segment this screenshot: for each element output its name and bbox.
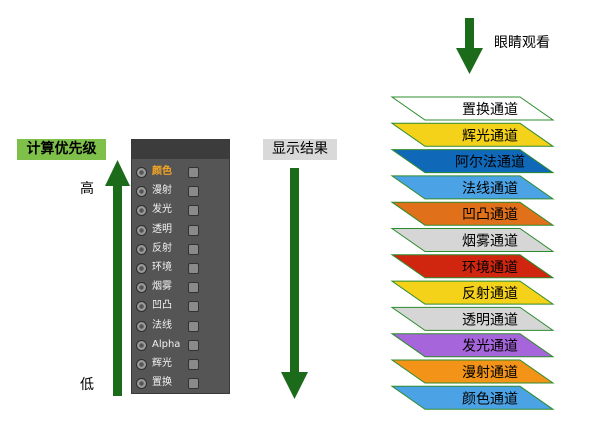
radio-button[interactable] [136,186,147,198]
priority-label: 计算优先级 [17,139,106,160]
channel-panel: 颜色漫射发光透明反射环境烟雾凹凸法线 Alpha 辉光置换 [131,139,230,394]
high-label: 高 [80,181,94,197]
radio-button[interactable] [136,301,147,313]
channel-layer [390,228,555,252]
channel-checkbox[interactable] [188,224,199,236]
channel-row-label: Alpha [152,338,181,350]
channel-row-label: 辉光 [152,357,172,369]
channel-row[interactable]: 反射 [132,240,229,259]
result-label: 显示结果 [263,139,337,160]
channel-row[interactable]: 凹凸 [132,297,229,316]
radio-button[interactable] [136,378,147,390]
channel-layer-label: 法线通道 [462,181,518,197]
channel-layer [390,359,555,384]
channel-checkbox[interactable] [188,358,199,370]
channel-row-label: 透明 [152,223,172,235]
channel-layer [390,333,555,358]
low-label: 低 [80,377,94,393]
channel-layer-label: 透明通道 [462,312,518,328]
channel-layer-label: 发光通道 [462,339,518,355]
channel-row[interactable]: 环境 [132,259,229,278]
channel-checkbox[interactable] [188,301,199,313]
channel-layer [390,96,555,121]
radio-button[interactable] [136,262,147,274]
channel-checkbox[interactable] [188,320,199,332]
channel-row-label: 法线 [152,319,172,331]
channel-row-label: 漫射 [152,185,172,197]
channel-layer [390,201,555,226]
channel-layer-label: 漫射通道 [462,365,518,381]
radio-button[interactable] [136,282,147,294]
channel-checkbox[interactable] [188,243,199,255]
radio-button[interactable] [136,205,147,217]
channel-row[interactable]: 发光 [132,201,229,220]
channel-row[interactable]: 辉光 [132,355,229,374]
eye-down-arrow [456,18,483,74]
radio-button[interactable] [136,358,147,370]
panel-header [132,140,229,159]
channel-checkbox[interactable] [188,262,199,274]
channel-row[interactable]: 法线 [132,317,229,336]
channel-checkbox[interactable] [188,186,199,198]
channel-layer-label: 凹凸通道 [462,207,518,223]
channel-checkbox[interactable] [188,282,199,294]
channel-row[interactable]: Alpha [132,336,229,355]
channel-layer-label: 环境通道 [462,260,518,276]
channel-checkbox[interactable] [188,167,199,178]
channel-list: 颜色漫射发光透明反射环境烟雾凹凸法线 Alpha 辉光置换 [132,163,229,393]
channel-layer-label: 颜色通道 [462,390,518,407]
channel-layer [390,175,555,200]
channel-row-label: 环境 [152,261,172,273]
channel-layer [390,254,555,279]
channel-layer [390,280,555,305]
radio-button[interactable] [136,167,147,178]
channel-row[interactable]: 透明 [132,221,229,240]
channel-row[interactable]: 颜色 [132,163,229,182]
radio-button[interactable] [136,243,147,255]
channel-layer [390,149,555,174]
channel-row[interactable]: 置换 [132,374,229,393]
channel-layer [390,385,555,410]
channel-row[interactable]: 烟雾 [132,278,229,297]
radio-button[interactable] [136,320,147,332]
channel-layer-label: 辉光通道 [462,128,518,144]
channel-layer [390,306,555,331]
radio-button[interactable] [136,224,147,236]
viewer-label: 眼睛观看 [494,35,550,51]
channel-row-label: 凹凸 [152,300,172,312]
channel-row[interactable]: 漫射 [132,182,229,201]
channel-layer-label: 置换通道 [462,101,518,118]
channel-row-label: 颜色 [152,166,172,177]
radio-button[interactable] [136,339,147,351]
channel-layer-label: 烟雾通道 [462,234,518,250]
channel-checkbox[interactable] [188,339,199,351]
channel-row-label: 烟雾 [152,281,172,293]
channel-checkbox[interactable] [188,378,199,390]
channel-checkbox[interactable] [188,205,199,217]
channel-layer-label: 反射通道 [462,286,518,302]
channel-layer [390,122,555,147]
channel-row-label: 置换 [152,377,172,389]
priority-up-arrow [105,160,130,396]
channel-row-label: 反射 [152,242,172,254]
channel-row-label: 发光 [152,204,172,216]
channel-layer-label: 阿尔法通道 [455,155,525,171]
result-down-arrow [281,168,308,399]
